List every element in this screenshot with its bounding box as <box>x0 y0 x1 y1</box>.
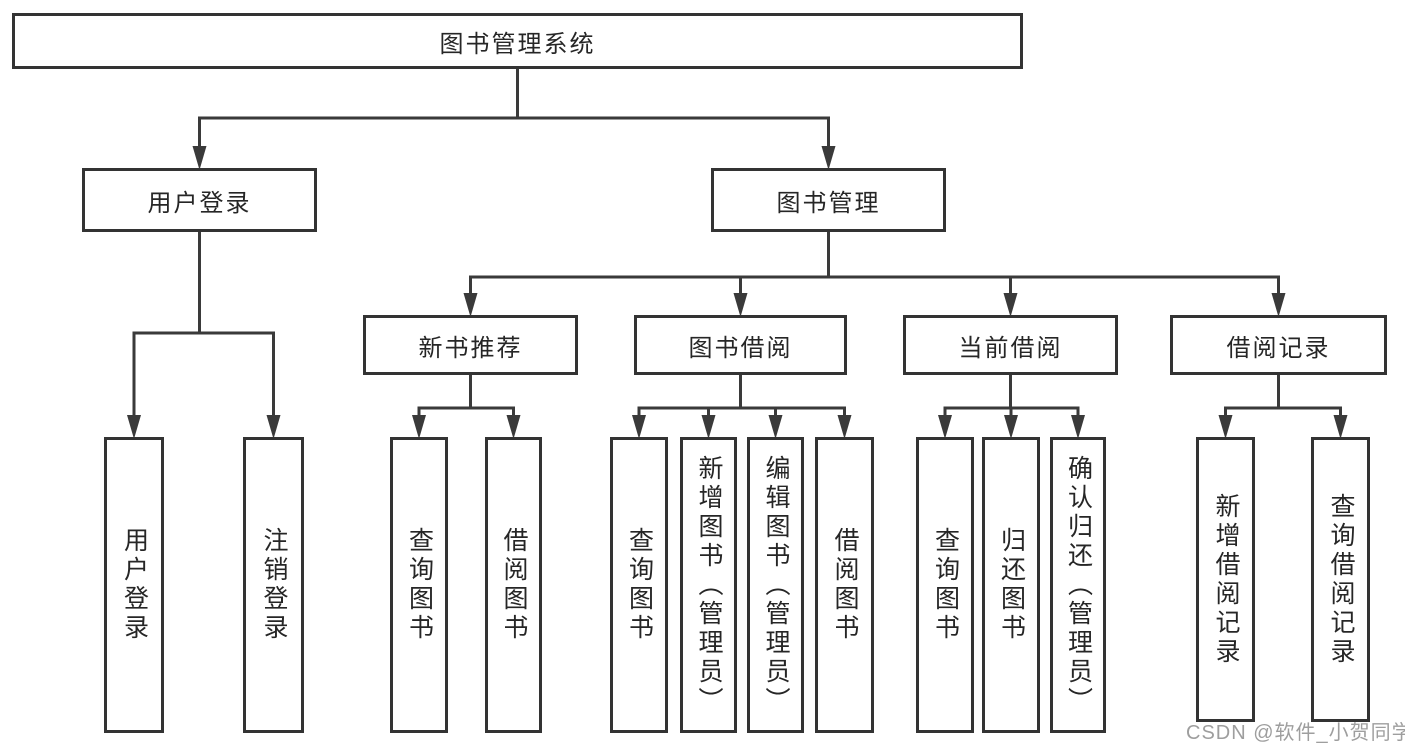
node-label: 图书管理系统 <box>439 30 596 58</box>
node-label: 注销登录 <box>260 527 288 643</box>
node-query-books-current: 查询图书 <box>916 437 974 733</box>
node-label: 新增图书（管理员） <box>695 454 723 716</box>
node-label: 新增借阅记录 <box>1212 492 1240 667</box>
node-query-borrow-record: 查询借阅记录 <box>1311 437 1370 722</box>
node-user-login-action: 用户登录 <box>104 437 164 733</box>
node-label: 查询图书 <box>625 527 654 643</box>
node-label: 查询图书 <box>405 527 434 643</box>
node-label: 借阅图书 <box>500 527 528 643</box>
node-current-borrowing: 当前借阅 <box>903 315 1118 375</box>
node-confirm-return-admin: 确认归还（管理员） <box>1050 437 1106 733</box>
node-query-books-recommend: 查询图书 <box>390 437 448 733</box>
node-label: 用户登录 <box>120 527 149 643</box>
node-label: 查询借阅记录 <box>1327 492 1355 667</box>
node-user-login: 用户登录 <box>82 168 317 232</box>
csdn-watermark: CSDN @软件_小贺同学 <box>1186 722 1405 744</box>
node-book-management: 图书管理 <box>711 168 946 232</box>
node-label: 编辑图书（管理员） <box>762 454 790 716</box>
node-library-system: 图书管理系统 <box>12 13 1023 69</box>
node-label: 借阅图书 <box>831 527 859 643</box>
node-label: 用户登录 <box>147 189 252 217</box>
node-label: 图书管理 <box>776 189 881 217</box>
node-query-books-borrowing: 查询图书 <box>610 437 668 733</box>
node-return-book: 归还图书 <box>982 437 1040 733</box>
node-borrowing-records: 借阅记录 <box>1170 315 1387 375</box>
node-add-book-admin: 新增图书（管理员） <box>680 437 737 733</box>
node-label: 查询图书 <box>931 527 960 643</box>
node-borrow-books-action: 借阅图书 <box>815 437 874 733</box>
node-label: 借阅记录 <box>1226 334 1331 362</box>
node-label: 归还图书 <box>997 527 1026 643</box>
node-label: 当前借阅 <box>958 334 1063 362</box>
node-borrow-books-recommend: 借阅图书 <box>485 437 542 733</box>
node-label: 新书推荐 <box>418 334 523 362</box>
node-label: 确认归还（管理员） <box>1064 454 1093 716</box>
node-new-book-recommend: 新书推荐 <box>363 315 578 375</box>
node-add-borrow-record: 新增借阅记录 <box>1196 437 1255 722</box>
node-book-borrowing: 图书借阅 <box>634 315 847 375</box>
node-logout-action: 注销登录 <box>243 437 304 733</box>
node-edit-book-admin: 编辑图书（管理员） <box>747 437 804 733</box>
node-label: 图书借阅 <box>688 334 793 362</box>
